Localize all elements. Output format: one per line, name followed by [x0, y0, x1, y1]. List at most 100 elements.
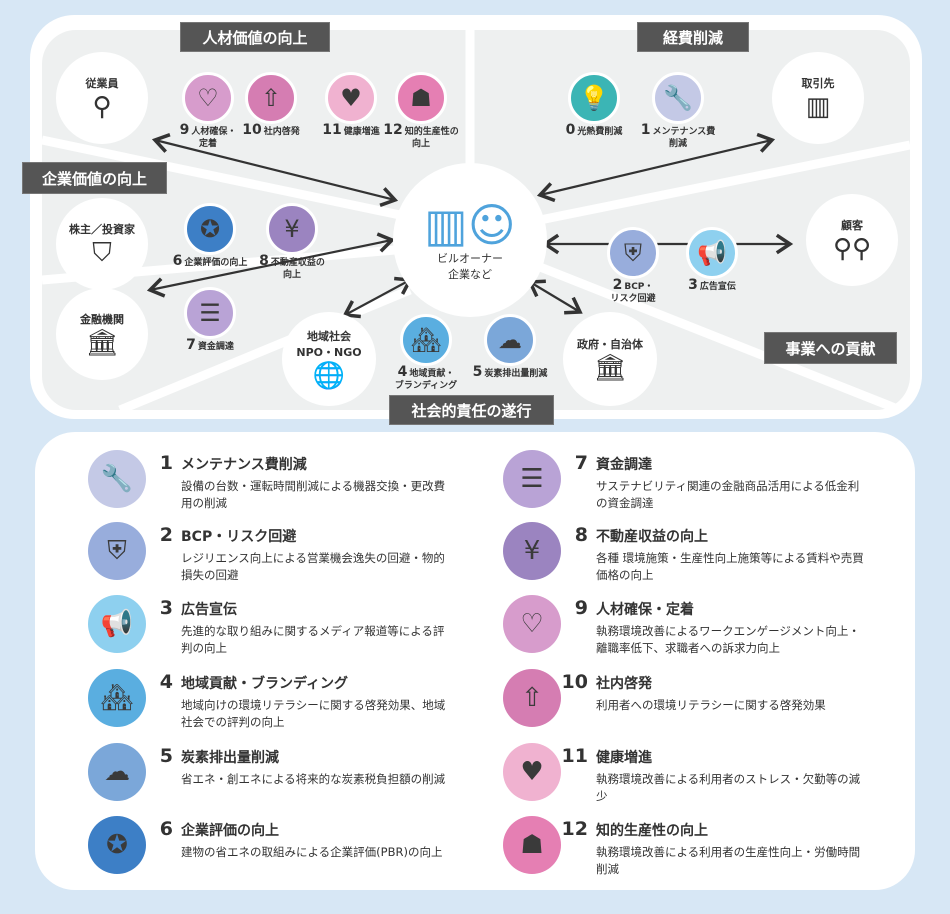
benefit-description: 執務環境改善による利用者の生産性向上・労働時間削減 [596, 845, 861, 876]
bank-icon: 🏛 [85, 327, 119, 358]
benefit-item: 7 資金調達サステナビリティ関連の金融商品活用による低金利の資金調達 [558, 452, 866, 511]
benefit-description: 地域向けの環境リテラシーに関する啓発効果、地域社会での評判の向上 [181, 698, 446, 729]
award-icon: ✪ [88, 816, 146, 874]
badge-number: 8 [259, 253, 269, 269]
government-building-icon: 🏛 [593, 352, 627, 383]
badge-text: 健康増進 [343, 127, 380, 137]
benefit-title: 不動産収益の向上 [596, 529, 708, 545]
benefit-description: 先進的な取り組みに関するメディア報道等による評判の向上 [181, 624, 445, 655]
stakeholder-label: 従業員 [85, 76, 119, 90]
benefit-number: 1 [159, 452, 173, 474]
badge-text: 炭素排出量削減 [484, 369, 548, 379]
benefit-description: レジリエンス向上による営業機会逸失の回避・物的損失の回避 [181, 551, 445, 582]
benefit-title: 資金調達 [596, 457, 652, 473]
badge-text: 地域貢献・ [409, 369, 455, 379]
shield-icon: ⛨ [607, 227, 659, 279]
badge-text: ブランディング [394, 380, 458, 391]
stakeholder-label: 顧客 [841, 218, 863, 232]
cloud-ban-icon: ☁ [88, 743, 146, 801]
badge-text: 向上 [282, 269, 302, 280]
benefit-description: サステナビリティ関連の金融商品活用による低金利の資金調達 [596, 479, 860, 510]
benefit-description: 建物の省エネの取組みによる企業評価(PBR)の向上 [181, 845, 443, 859]
badge-number: 10 [242, 122, 262, 138]
badge-number: 11 [322, 122, 342, 138]
badge-text: 社内啓発 [263, 127, 300, 137]
heart-icon: ♥ [503, 743, 561, 801]
benefit-number: 7 [574, 452, 588, 474]
megaphone-icon: 📢 [686, 227, 738, 279]
benefit-title: 知的生産性の向上 [596, 823, 708, 839]
heart-icon: ♥ [325, 72, 377, 124]
badge-number: 0 [565, 122, 576, 138]
badge-text: 不動産収益の [270, 258, 325, 268]
head-up-icon: ☗ [395, 72, 447, 124]
benefit-description: 執務環境改善によるワークエンゲージメント向上・離職率低下、求職者への訴求力向上 [596, 624, 860, 655]
benefit-description: 省エネ・創エネによる将来的な炭素税負担額の削減 [181, 772, 446, 786]
stakeholder-label: 地域社会 [307, 329, 351, 343]
badge-text: メンテナンス費 [652, 127, 716, 137]
person-icon: ⚲ [92, 91, 112, 122]
badge-number: 9 [179, 122, 190, 138]
badge-text: 光熱費削減 [577, 127, 623, 137]
section-label-human: 人材価値の向上 [180, 22, 330, 52]
benefit-description: 各種 環境施策・生産性向上施策等による賃料や売買価格の向上 [596, 551, 864, 582]
benefit-title: BCP・リスク回避 [181, 529, 297, 545]
stakeholder-label: 金融機関 [80, 312, 124, 326]
badge-number: 3 [688, 277, 698, 293]
badge-text: 定着 [198, 138, 218, 149]
badge-text: 広告宣伝 [699, 282, 736, 292]
building-owner-icon: ▥☺ [424, 197, 516, 252]
award-icon: ✪ [184, 203, 236, 255]
benefit-number: 10 [561, 671, 588, 693]
benefit-title: 炭素排出量削減 [181, 750, 279, 766]
owner-label: 企業など [448, 268, 492, 282]
section-label-cost: 経費削減 [637, 22, 749, 52]
benefit-number: 9 [574, 597, 588, 619]
badge-number: 1 [640, 122, 651, 138]
badge-text: 資金調達 [197, 342, 234, 352]
benefit-title: 地域貢献・ブランディング [181, 676, 349, 692]
stakeholder-shareholder: 株主／投資家⛉ [56, 198, 148, 290]
section-label-corporate: 企業価値の向上 [22, 162, 167, 194]
money-stack-icon: ☰ [503, 450, 561, 508]
people-heart-icon: ♡ [182, 72, 234, 124]
benefit-number: 8 [574, 524, 588, 546]
badge-number: 5 [472, 364, 483, 380]
badge-text: 企業評価の向上 [184, 258, 248, 268]
badge-text: リスク回避 [610, 293, 656, 304]
people-up-icon: ⇧ [503, 669, 561, 727]
benefit-number: 12 [561, 818, 588, 840]
money-stack-icon: ☰ [184, 287, 236, 339]
badge-text: 削減 [668, 138, 688, 149]
benefit-title: メンテナンス費削減 [181, 457, 307, 473]
building-owner-hub: ▥☺ ビルオーナー 企業など [393, 163, 547, 317]
benefit-item: 10 社内啓発利用者への環境リテラシーに関する啓発効果 [558, 671, 866, 714]
benefit-title: 企業評価の向上 [181, 823, 279, 839]
people-up-icon: ⇧ [245, 72, 297, 124]
wrench-icon: 🔧 [88, 450, 146, 508]
benefit-title: 社内啓発 [596, 676, 652, 692]
lightbulb-icon: 💡 [568, 72, 620, 124]
badge-number: 4 [397, 364, 408, 380]
town-icon: 🏘 [88, 669, 146, 727]
stakeholder-bank: 金融機関🏛 [56, 288, 148, 380]
benefit-item: 5 炭素排出量削減省エネ・創エネによる将来的な炭素税負担額の削減 [143, 745, 451, 788]
badge-number: 7 [186, 337, 196, 353]
benefit-description: 利用者への環境リテラシーに関する啓発効果 [596, 698, 826, 712]
benefit-number: 5 [159, 745, 173, 767]
stakeholder-employee: 従業員⚲ [56, 52, 148, 144]
benefit-item: 12 知的生産性の向上執務環境改善による利用者の生産性向上・労働時間削減 [558, 818, 866, 877]
stakeholder-supplier: 取引先▥ [772, 52, 864, 144]
